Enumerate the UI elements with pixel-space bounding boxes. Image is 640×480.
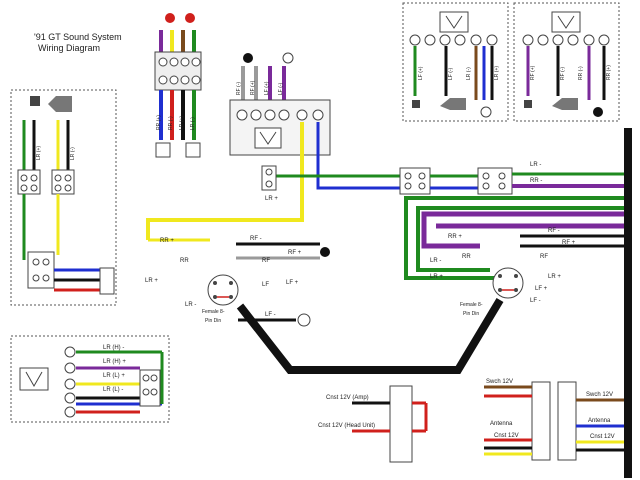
head-unit-box xyxy=(10,335,170,423)
box2-label-3: RR (+) xyxy=(606,65,612,80)
top-label-rf-plus: RF (+) xyxy=(250,80,256,95)
label-lf-plus-right: LF + xyxy=(535,286,548,292)
box1-terminal-icon xyxy=(480,106,492,118)
label-rf-minus-right: RF - xyxy=(548,228,560,234)
label-rr-minus-right: RR - xyxy=(530,178,542,184)
label-rf-minus-left: RF - xyxy=(250,236,262,242)
diagram-title-line1: '91 GT Sound System xyxy=(34,32,122,42)
box2-tweeter-icon xyxy=(524,100,532,108)
head-unit-plug xyxy=(139,369,161,407)
left-speaker-box xyxy=(10,89,117,306)
antenna-right-label: Antenna xyxy=(588,418,611,424)
label-rf-plus-right2: RF + xyxy=(562,240,576,246)
din-right-label-2: Pin Din xyxy=(463,311,479,317)
head-unit-label-2: LR (L) + xyxy=(103,373,125,379)
head-unit-face-icon xyxy=(254,127,282,149)
bottom-center-connector xyxy=(389,385,413,463)
blue-wire xyxy=(316,122,400,190)
din-left-label-2: Pin Din xyxy=(205,318,221,324)
cnst-amp-label: Cnst 12V (Amp) xyxy=(326,395,369,401)
top-fuse-group: RR (+) RR (-) LR (+) LR (-) xyxy=(154,13,202,158)
box1-label-2: LR (-) xyxy=(466,67,472,80)
speaker-right-small-icon xyxy=(185,142,201,158)
swch-right-label: Swch 12V xyxy=(586,392,613,398)
box1-label-1: LF (-) xyxy=(448,67,454,80)
fuse-left-icon xyxy=(165,13,175,23)
fuse-right-icon xyxy=(185,13,195,23)
label-rr-plus-left: RR + xyxy=(160,238,174,244)
harness-label-lr-minus: LR (-) xyxy=(190,117,196,130)
box1-label-0: LF (+) xyxy=(418,66,424,80)
box1-woofer-icon xyxy=(440,98,466,110)
mid-connector-right xyxy=(477,167,513,195)
head-unit-label-1: LR (H) + xyxy=(103,359,126,365)
din-left-label-1: Female 8- xyxy=(202,309,225,315)
label-lf-minus-left: LF - xyxy=(265,312,276,318)
lf-minus-terminal-icon xyxy=(297,313,311,327)
din-connector-left xyxy=(207,274,239,306)
label-rf-plus-left: RF + xyxy=(288,250,302,256)
box1-tweeter-icon xyxy=(412,100,420,108)
cnst-left-label: Cnst 12V xyxy=(494,433,519,439)
box2-label-1: RF (-) xyxy=(560,67,566,80)
din-right-label-1: Female 8- xyxy=(460,302,483,308)
top-right-box-1 xyxy=(402,2,509,122)
din-connector-right xyxy=(492,267,524,299)
label-rf-left: RF xyxy=(262,258,270,264)
yellow-wire xyxy=(146,122,304,240)
label-lr-plus-right: LR + xyxy=(430,274,443,280)
label-lr-minus-right: LR - xyxy=(430,258,441,264)
label-lf-minus-right: LF - xyxy=(530,298,541,304)
left-speaker-label-lr-minus: LR (-) xyxy=(70,147,76,160)
label-lr-minus-center: LR - xyxy=(530,162,541,168)
top-label-lf-plus: LF (+) xyxy=(264,81,270,95)
speaker-left-small-icon xyxy=(155,142,171,158)
mid-connector-left xyxy=(399,167,431,195)
label-rr-left: RR xyxy=(180,258,189,264)
main-black-bus xyxy=(624,128,632,478)
label-lr-plus-right2: LR + xyxy=(548,274,561,280)
harness-label-rr-plus: RR (+) xyxy=(156,115,162,130)
top-label-lf-minus: LF (-) xyxy=(278,82,284,95)
ground-dot-icon xyxy=(243,53,253,63)
woofer-icon xyxy=(48,96,72,112)
box1-label-3: LR (+) xyxy=(494,66,500,80)
antenna-left-label: Antenna xyxy=(490,421,513,427)
swch-left-label: Swch 12V xyxy=(486,379,513,385)
harness-label-lr-plus: LR (+) xyxy=(179,116,185,130)
label-lr-plus-left: LR + xyxy=(145,278,158,284)
label-rr-plus-right: RR + xyxy=(448,234,462,240)
purple-wire-right xyxy=(421,211,624,249)
box2-woofer-icon xyxy=(552,98,578,110)
tweeter-icon xyxy=(30,96,40,106)
label-rf-right: RF xyxy=(540,254,548,260)
harness-label-rr-minus: RR (-) xyxy=(168,116,174,130)
cnst-right-label: Cnst 12V xyxy=(590,434,615,440)
label-lr-minus-left: LR - xyxy=(185,302,196,308)
diagram-title-line2: Wiring Diagram xyxy=(38,43,100,53)
top-center-connector: RF (-) RF (+) LF (+) LF (-) xyxy=(229,52,331,156)
top-label-rf-minus: RF (-) xyxy=(236,82,242,95)
bottom-right-connector-right xyxy=(557,381,577,461)
cnst-head-label: Cnst 12V (Head Unit) xyxy=(318,423,375,429)
bottom-right-connector-left xyxy=(531,381,551,461)
din-link-cable xyxy=(236,297,504,374)
box2-terminal-icon xyxy=(593,107,603,117)
label-rr-right: RR xyxy=(462,254,471,260)
box2-label-2: RR (-) xyxy=(578,66,584,80)
label-lf-left: LF xyxy=(262,282,269,288)
left-speaker-plug xyxy=(27,251,55,289)
top-right-box-2 xyxy=(513,2,620,122)
left-speaker-label-lr-plus: LR (+) xyxy=(36,146,42,160)
box2-label-0: RF (+) xyxy=(530,65,536,80)
green-wire-right xyxy=(404,196,624,280)
label-lf-plus-left: LF + xyxy=(286,280,299,286)
label-lr-plus-center: LR + xyxy=(265,196,278,202)
ground-dot-left-icon xyxy=(320,247,330,257)
head-unit-label-0: LR (H) - xyxy=(103,345,124,351)
head-unit-label-3: LR (L) - xyxy=(103,387,123,393)
